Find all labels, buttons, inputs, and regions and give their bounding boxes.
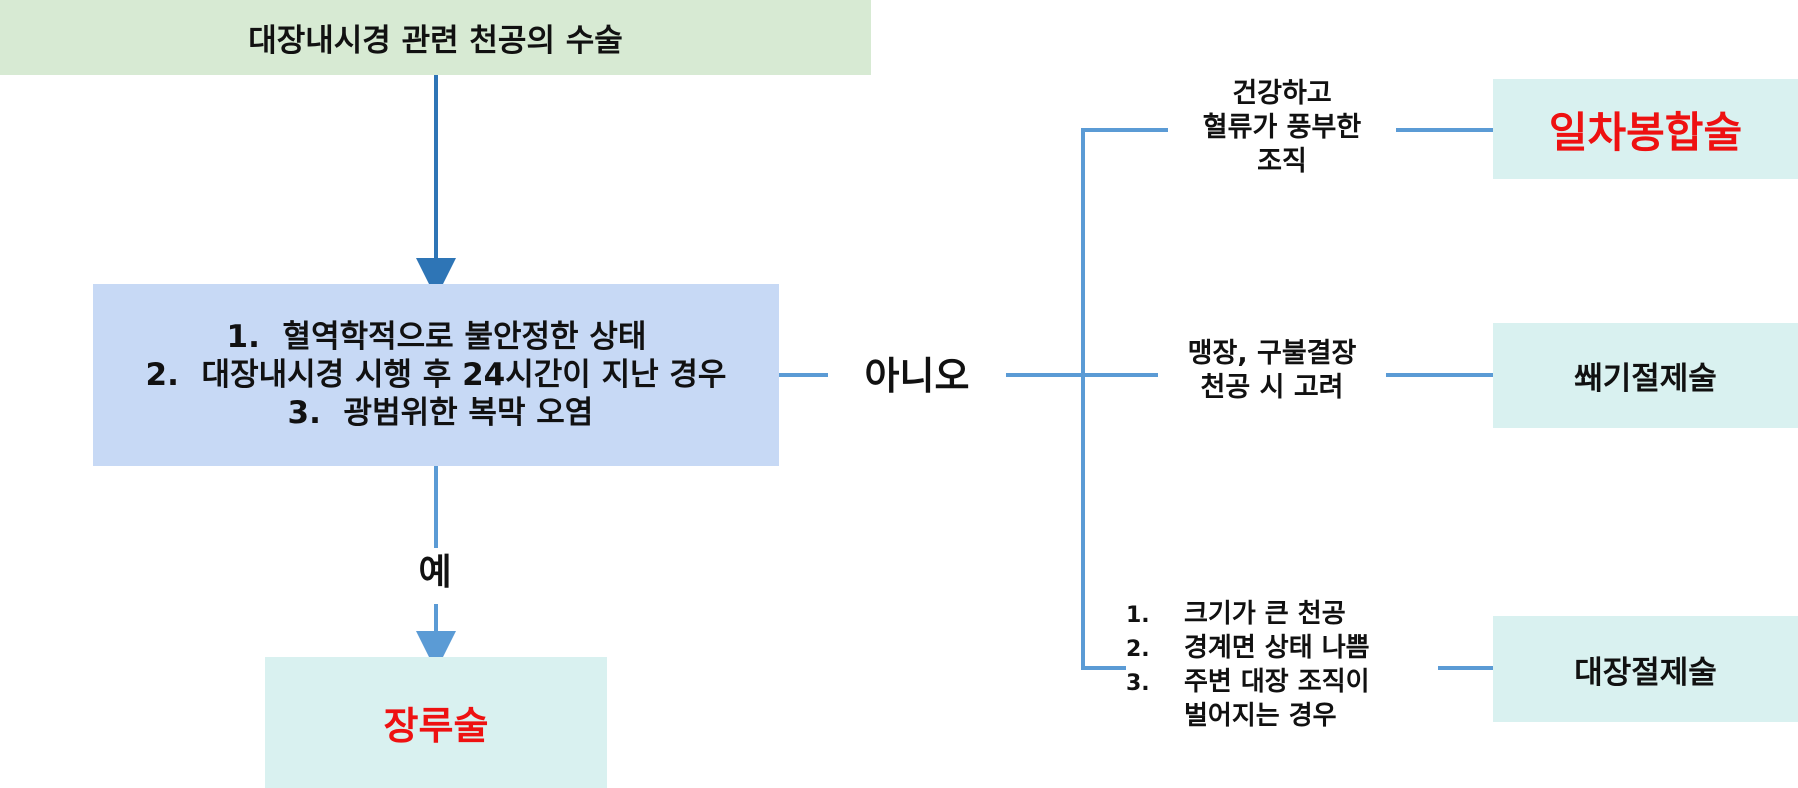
primary-repair-outcome-text: 일차봉합술 (1548, 107, 1743, 157)
criteria-item: 1.혈역학적으로 불안정한 상태 (226, 319, 647, 355)
criteria-box: 1.혈역학적으로 불안정한 상태 2.대장내시경 시행 후 24시간이 지난 경… (93, 284, 779, 466)
list-item: 벌어지는 경우 (1184, 701, 1337, 731)
colectomy-outcome-text: 대장절제술 (1574, 654, 1717, 691)
list-item: 3.주변 대장 조직이 (1126, 667, 1370, 697)
wedge-resection-outcome-box: 쐐기절제술 (1493, 323, 1798, 428)
no-label: 아니오 (828, 350, 1006, 402)
condition-colectomy-criteria: 1.크기가 큰 천공 2.경계면 상태 나쁨 3.주변 대장 조직이 벌어지는 … (1126, 598, 1422, 733)
list-item: 2.경계면 상태 나쁨 (1126, 633, 1370, 663)
list-item: 1.크기가 큰 천공 (1126, 599, 1346, 629)
condition-cecum-sigmoid: 맹장, 구불결장 천공 시 고려 (1158, 337, 1386, 405)
condition-healthy-tissue: 건강하고 혈류가 풍부한 조직 (1168, 77, 1396, 179)
flow-title: 대장내시경 관련 천공의 수술 (0, 0, 871, 75)
yes-label: 예 (405, 548, 465, 598)
wedge-resection-outcome-text: 쐐기절제술 (1574, 361, 1717, 397)
criteria-list: 1.혈역학적으로 불안정한 상태 2.대장내시경 시행 후 24시간이 지난 경… (146, 318, 727, 432)
colectomy-outcome-box: 대장절제술 (1493, 616, 1798, 722)
stoma-outcome-box: 장루술 (265, 657, 607, 788)
criteria-item: 2.대장내시경 시행 후 24시간이 지난 경우 (145, 357, 727, 393)
criteria-item: 3.광범위한 복막 오염 (287, 395, 594, 431)
flow-title-text: 대장내시경 관련 천공의 수술 (248, 23, 623, 59)
stoma-outcome-text: 장루술 (383, 704, 489, 748)
primary-repair-outcome-box: 일차봉합술 (1493, 79, 1798, 179)
